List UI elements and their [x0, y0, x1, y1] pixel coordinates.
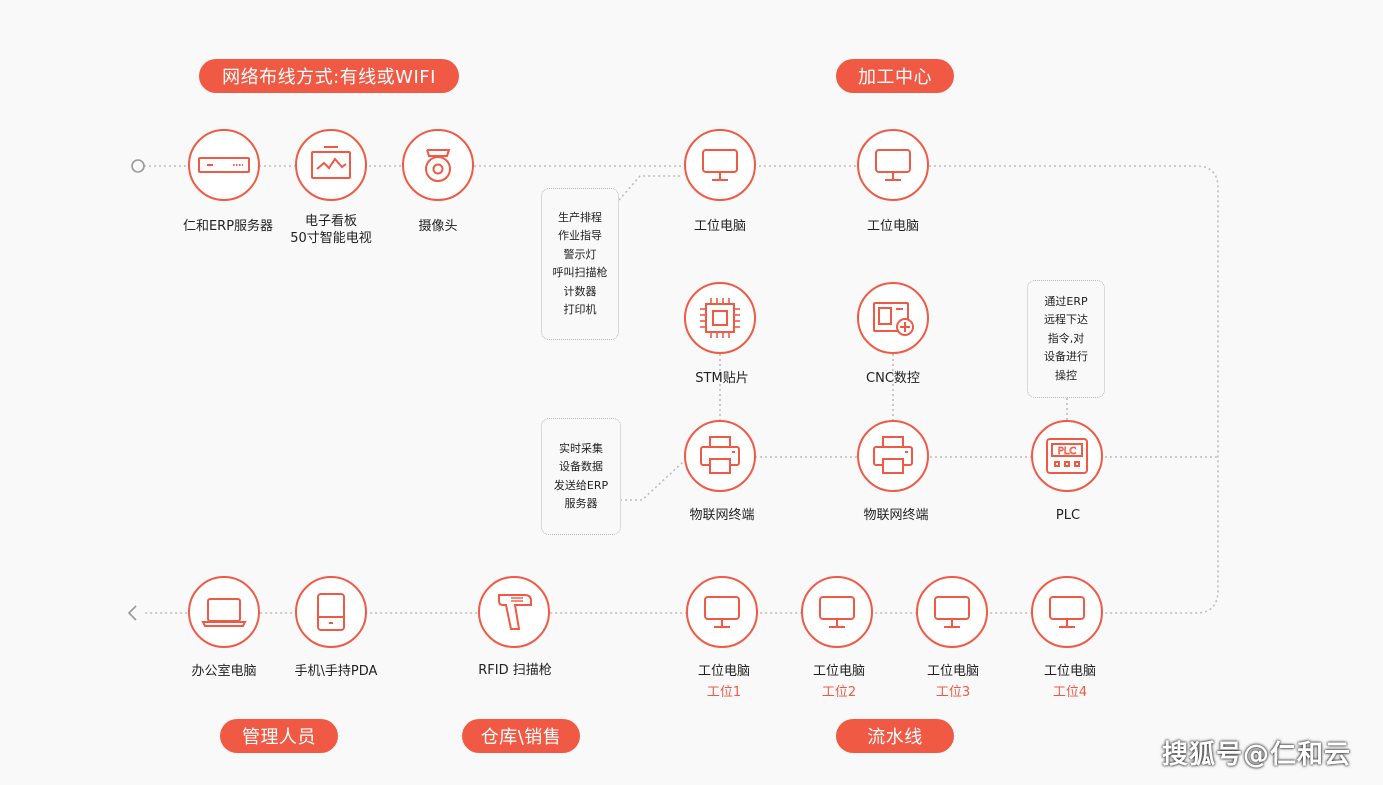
printer-icon [700, 436, 740, 474]
tablet-icon [317, 593, 345, 631]
note-line: 呼叫扫描枪 [552, 266, 608, 279]
iot-terminal-1-label: 物联网终端 [689, 508, 755, 523]
stm-placement-label: STM贴片 [695, 371, 749, 386]
erp-server-node [188, 129, 260, 201]
iot-terminal-2-node [857, 420, 929, 492]
workstation-functions-note: 生产排程 作业指导 警示灯 呼叫扫描枪 计数器 打印机 [541, 188, 619, 340]
line-end-arrow [127, 605, 137, 621]
plc-label: PLC [1055, 508, 1081, 523]
camera-icon [425, 149, 451, 182]
erp-server-label: 仁和ERP服务器 [182, 219, 274, 234]
line-pc-1-label: 工位电脑 [697, 664, 750, 679]
e-board-label-line1: 电子看板 [304, 214, 357, 229]
monitor-icon [1049, 596, 1085, 628]
note-line: 发送给ERP [553, 478, 609, 492]
monitor-icon [819, 596, 855, 628]
office-pc-node [188, 576, 260, 648]
line-pc-4-label: 工位电脑 [1043, 664, 1096, 679]
note-line: 实时采集 [559, 441, 603, 455]
iot-terminal-2-label: 物联网终端 [863, 508, 929, 523]
scanner-icon [498, 594, 532, 630]
note-line: 指令,对 [1047, 331, 1085, 345]
note-line: 通过ERP [1044, 294, 1088, 308]
camera-label: 摄像头 [418, 219, 458, 234]
laptop-icon [201, 598, 247, 627]
monitor-icon [702, 149, 738, 181]
processing-center-pill: 加工中心 [836, 59, 954, 93]
note-line: 警示灯 [563, 247, 597, 261]
line-pc-4-station: 工位4 [1052, 685, 1088, 700]
monitor-icon [934, 596, 970, 628]
note-line: 打印机 [563, 303, 597, 316]
monitor-icon [875, 149, 911, 181]
note-line: 远程下达 [1044, 313, 1088, 327]
note-line: 设备进行 [1044, 350, 1088, 364]
workstation-pc-2-label: 工位电脑 [866, 219, 919, 234]
line-pc-3-label: 工位电脑 [926, 664, 979, 679]
note-line: 生产排程 [558, 210, 602, 224]
svg-text:PLC: PLC [1058, 446, 1077, 457]
cnc-node [857, 282, 929, 354]
rfid-scanner-label: RFID 扫描枪 [478, 663, 552, 678]
mobile-pda-label: 手机\手持PDA [294, 664, 378, 679]
chip-icon [700, 298, 740, 338]
plc-node: PLC [1031, 420, 1103, 492]
watermark: 搜狐号@仁和云 [1161, 740, 1351, 770]
plc-control-note: 通过ERP 远程下达 指令,对 设备进行 操控 [1027, 280, 1105, 398]
monitor-icon [704, 596, 740, 628]
workstation-pc-1-label: 工位电脑 [693, 219, 746, 234]
note-line: 计数器 [563, 284, 597, 298]
line-pc-1-node [686, 576, 758, 648]
line-pc-3-node [916, 576, 988, 648]
tv-board-icon [311, 146, 351, 179]
warehouse-sales-pill: 仓库\销售 [462, 719, 580, 753]
camera-node [402, 129, 474, 201]
cnc-label: CNC数控 [866, 371, 920, 386]
line-pc-2-label: 工位电脑 [812, 664, 865, 679]
office-pc-label: 办公室电脑 [191, 664, 257, 679]
printer-icon [873, 436, 913, 474]
managers-pill: 管理人员 [220, 719, 338, 753]
plc-icon: PLC [1046, 438, 1088, 474]
line-start-dot [131, 159, 145, 173]
workstation-pc-1-node [684, 129, 756, 201]
line-pc-2-station: 工位2 [821, 685, 857, 700]
note-line: 服务器 [564, 497, 598, 510]
line-pc-3-station: 工位3 [935, 685, 971, 700]
e-board-node [295, 129, 367, 201]
mobile-pda-node [295, 576, 367, 648]
stm-placement-node [684, 282, 756, 354]
note-line: 操控 [1055, 368, 1077, 382]
network-wiring-pill: 网络布线方式:有线或WIFI [199, 59, 459, 93]
cnc-icon [873, 302, 914, 336]
server-icon [198, 157, 250, 173]
iot-terminal-1-node [684, 420, 756, 492]
assembly-line-pill: 流水线 [836, 719, 954, 753]
line-pc-4-node [1031, 576, 1103, 648]
rfid-scanner-node [478, 576, 550, 648]
note-line: 设备数据 [559, 460, 603, 473]
realtime-collection-note: 实时采集 设备数据 发送给ERP 服务器 [541, 418, 621, 535]
workstation-pc-2-node [857, 129, 929, 201]
line-pc-1-station: 工位1 [706, 685, 742, 700]
line-pc-2-node [801, 576, 873, 648]
e-board-label-line2: 50寸智能电视 [290, 231, 372, 246]
note-line: 作业指导 [558, 229, 602, 242]
